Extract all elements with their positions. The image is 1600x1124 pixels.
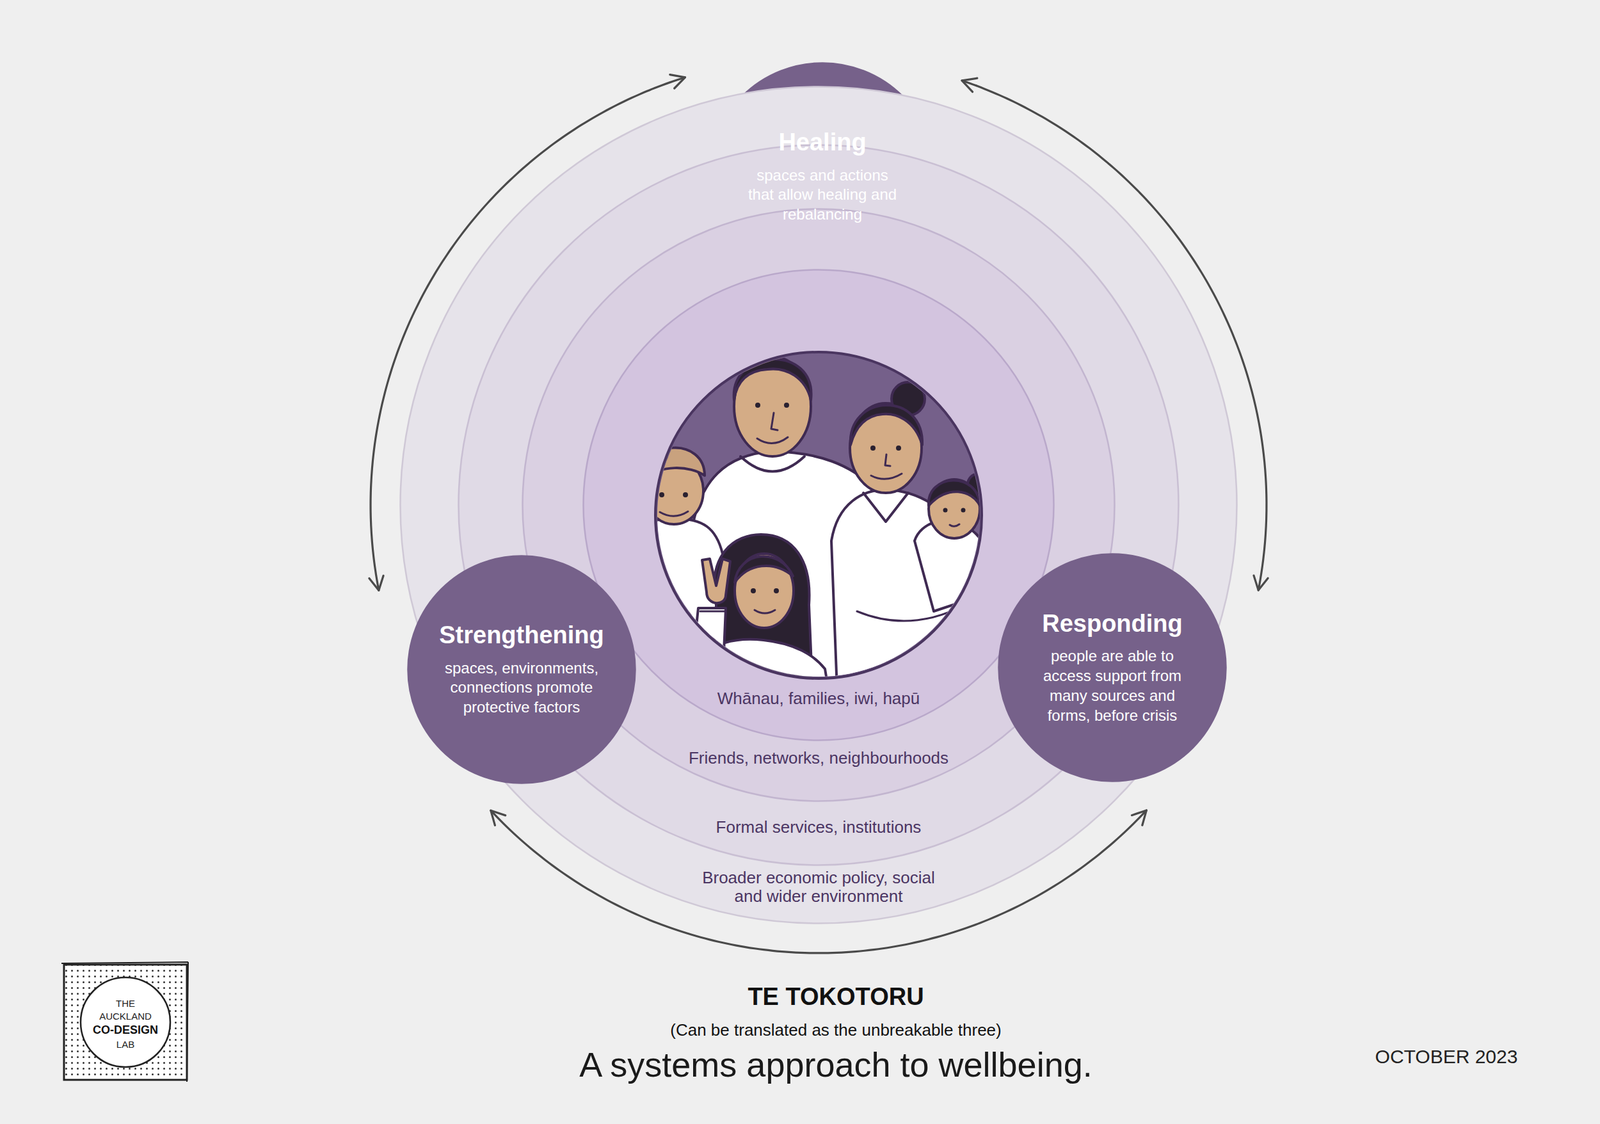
logo-mark [61, 961, 189, 1082]
node-heading: Healing [778, 128, 866, 157]
text-wrap: Healing spaces and actions that allow hea… [742, 128, 903, 225]
text-wrap: Responding people are able to access supp… [1028, 609, 1197, 726]
node-heading: Responding [1041, 609, 1183, 639]
subtitle-note: (Can be translated as the unbreakable th… [670, 1020, 1001, 1040]
ring-fill [400, 87, 1238, 924]
node-body: spaces, environments, connections promot… [428, 658, 616, 718]
logo-text: AUCKLAND [99, 1011, 152, 1023]
node-body: spaces and actions that allow healing an… [742, 165, 903, 225]
date-label: OCTOBER 2023 [1375, 1045, 1519, 1067]
strengthening-circle: Strengthening spaces, environments, conne… [407, 554, 637, 784]
ring-label: Friends, networks, neighbourhoods [688, 748, 949, 768]
node-body: people are able to access support from m… [1028, 646, 1197, 726]
node-heading: Strengthening [439, 621, 605, 650]
logo-text: CO-DESIGN [92, 1024, 159, 1037]
responding-circle: Responding people are able to access supp… [997, 552, 1227, 783]
ring-label: Formal services, institutions [716, 817, 922, 837]
ring-label: Whānau, families, iwi, hapū [717, 689, 920, 708]
logo-text: LAB [116, 1039, 135, 1051]
text-wrap: Strengthening spaces, environments, conne… [428, 621, 616, 718]
circle-fill [999, 554, 1227, 782]
diagram-caption: A systems approach to wellbeing. [579, 1045, 1092, 1084]
ring-label: Broader economic policy, social and wide… [690, 868, 947, 905]
circle-fill [408, 556, 636, 784]
logo-text: THE [115, 998, 136, 1010]
ring-fill [583, 270, 1055, 741]
diagram-title: TE TOKOTORU [747, 983, 924, 1011]
